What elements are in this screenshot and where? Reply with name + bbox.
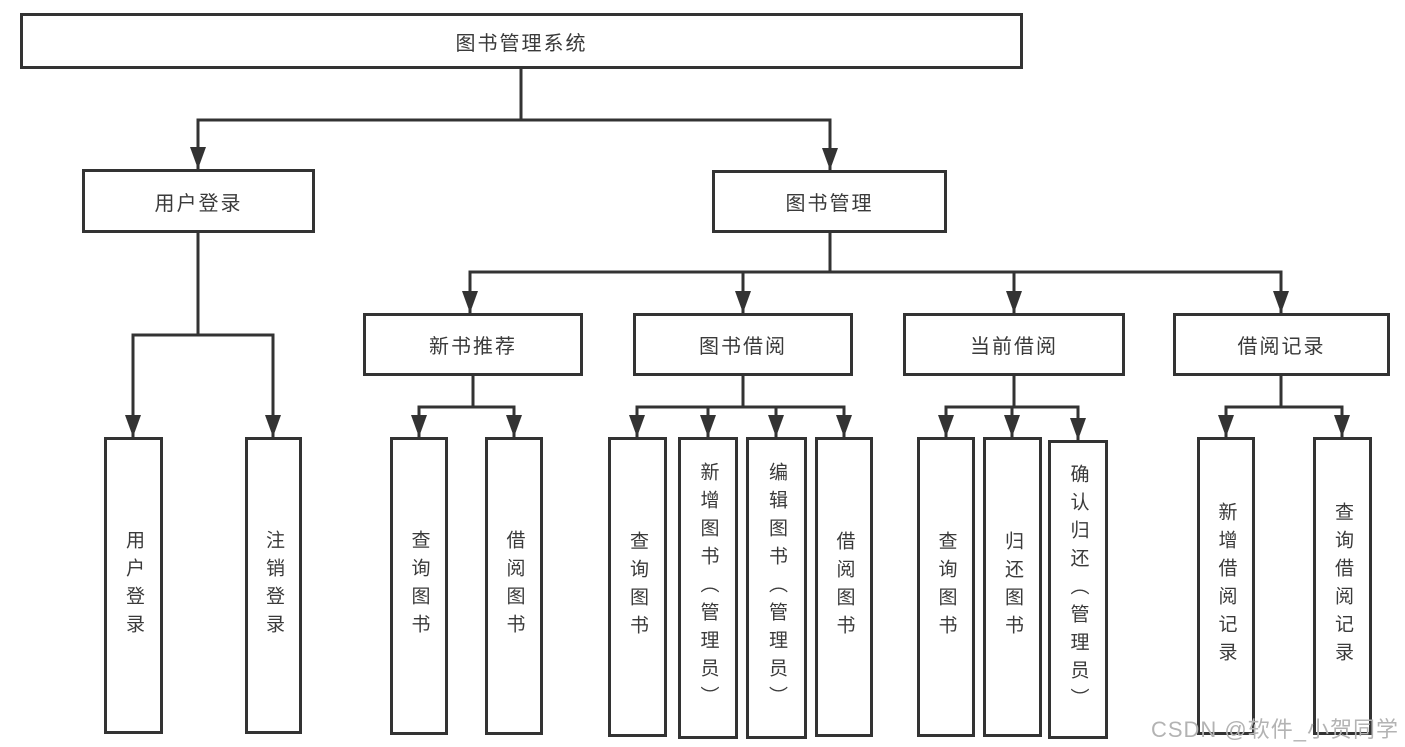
node-book-borrow: 图书借阅 — [633, 313, 853, 376]
arrowhead — [1006, 291, 1022, 313]
arrowhead — [411, 415, 427, 437]
node-bb-query-books: 查询图书 — [608, 437, 667, 737]
arrowhead — [506, 415, 522, 437]
node-label: 图书管理系统 — [455, 32, 588, 55]
node-label: 编辑图书（管理员） — [766, 462, 787, 714]
arrowhead — [190, 147, 206, 169]
node-bb-edit-books-admin: 编辑图书（管理员） — [746, 437, 807, 739]
node-user-login: 用户登录 — [82, 169, 315, 233]
arrowhead — [836, 415, 852, 437]
edge-book-borrow-children — [635, 376, 846, 437]
arrowhead — [700, 415, 716, 437]
node-label: 查询图书 — [627, 531, 648, 643]
node-label: 新增图书（管理员） — [697, 462, 719, 714]
edge-user-login-children — [131, 233, 275, 437]
node-label: 查询图书 — [935, 531, 957, 643]
node-current-borrow: 当前借阅 — [903, 313, 1125, 376]
arrowhead — [265, 415, 281, 437]
node-bb-borrow-books: 借阅图书 — [815, 437, 873, 737]
node-label: 注销登录 — [263, 529, 284, 642]
node-br-query-record: 查询借阅记录 — [1313, 437, 1372, 735]
node-label: 查询图书 — [408, 530, 430, 642]
arrowhead — [629, 415, 645, 437]
edge-new-book-rec-children — [417, 376, 516, 437]
arrowhead — [735, 291, 751, 313]
arrowhead — [1273, 291, 1289, 313]
node-label: 新书推荐 — [429, 336, 517, 358]
node-cb-return-books: 归还图书 — [983, 437, 1042, 737]
node-br-add-record: 新增借阅记录 — [1197, 437, 1255, 735]
arrowhead — [125, 415, 141, 437]
node-borrow-records: 借阅记录 — [1173, 313, 1390, 376]
node-label: 用户登录 — [154, 192, 243, 215]
node-label: 新增借阅记录 — [1215, 502, 1237, 670]
edge-root-to-level2 — [196, 69, 832, 170]
arrowhead — [1334, 415, 1350, 437]
edge-borrow-records-children — [1224, 376, 1344, 437]
node-label: 图书借阅 — [699, 336, 787, 358]
node-label: 图书管理 — [785, 193, 874, 215]
node-user-login-action: 用户登录 — [104, 437, 163, 734]
node-label: 当前借阅 — [970, 336, 1058, 358]
arrowhead — [938, 415, 954, 437]
node-library-system: 图书管理系统 — [20, 13, 1023, 69]
node-label: 用户登录 — [123, 529, 144, 642]
node-label: 归还图书 — [1002, 531, 1023, 643]
node-label: 借阅记录 — [1237, 336, 1326, 358]
csdn-watermark: CSDN @软件_小贺同学 — [1150, 717, 1399, 742]
node-label: 确认归还（管理员） — [1067, 463, 1089, 716]
node-cb-confirm-return-admin: 确认归还（管理员） — [1048, 440, 1108, 739]
arrowhead — [1070, 418, 1086, 440]
arrowhead — [1004, 415, 1020, 437]
arrowhead — [462, 291, 478, 313]
node-label: 借阅图书 — [833, 531, 855, 643]
node-nbr-borrow-books: 借阅图书 — [485, 437, 543, 735]
node-label: 借阅图书 — [503, 530, 525, 642]
node-nbr-query-books: 查询图书 — [390, 437, 448, 735]
arrowhead — [822, 148, 838, 170]
node-label: 查询借阅记录 — [1332, 502, 1353, 670]
node-cb-query-books: 查询图书 — [917, 437, 975, 737]
edge-book-mgmt-children — [468, 233, 1283, 313]
arrowhead — [1218, 415, 1234, 437]
arrowhead — [768, 415, 784, 437]
node-book-mgmt: 图书管理 — [712, 170, 947, 233]
node-new-book-rec: 新书推荐 — [363, 313, 583, 376]
node-logout: 注销登录 — [245, 437, 302, 734]
node-bb-add-books-admin: 新增图书（管理员） — [678, 437, 738, 739]
